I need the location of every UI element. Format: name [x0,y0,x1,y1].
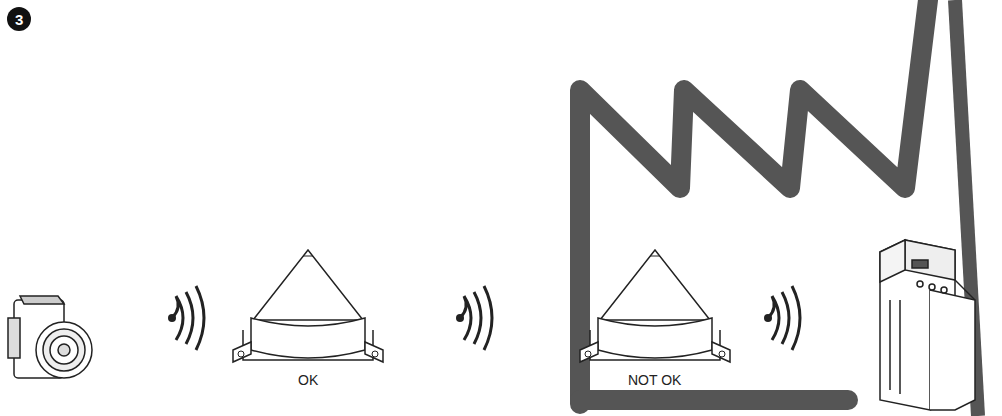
status-label: OK [298,372,318,388]
status-label: NOT OK [628,372,681,388]
step-number: 3 [15,11,23,28]
